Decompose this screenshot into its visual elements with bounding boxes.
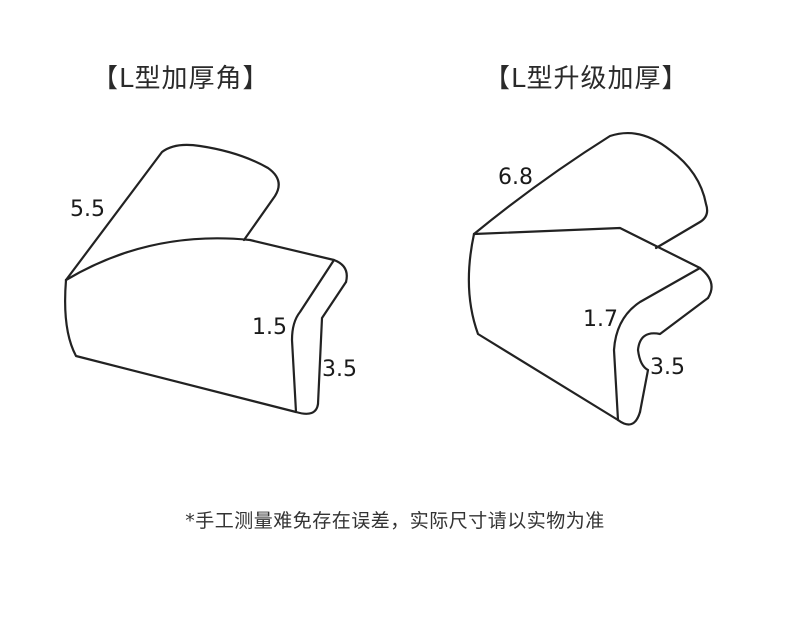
- left-inner-edge: [290, 258, 336, 414]
- right-corner-guard-drawing: [467, 132, 713, 426]
- right-dim-thickness: 1.7: [583, 307, 618, 332]
- left-dim-thickness: 1.5: [252, 315, 287, 340]
- right-right-leg-outline: [636, 296, 710, 414]
- right-front-face-outline: [467, 232, 642, 426]
- left-top-arm-outline: [64, 143, 280, 282]
- right-product-title: 【L型升级加厚】: [484, 64, 689, 94]
- right-dim-top-edge: 6.8: [498, 165, 533, 190]
- right-top-surface: [472, 226, 713, 300]
- left-top-surface-curve: [64, 237, 348, 284]
- left-dim-top-edge: 5.5: [70, 197, 105, 222]
- left-corner-guard-drawing: [64, 143, 348, 415]
- left-front-face-outline: [64, 278, 320, 415]
- right-top-arm-outline: [472, 132, 709, 250]
- left-dim-height: 3.5: [322, 357, 357, 382]
- left-right-leg-outline: [316, 280, 348, 406]
- right-inner-edge: [612, 266, 702, 422]
- left-product-title: 【L型加厚角】: [92, 64, 270, 94]
- right-dim-height: 3.5: [650, 355, 685, 380]
- measurement-disclaimer: *手工测量难免存在误差，实际尺寸请以实物为准: [185, 510, 605, 532]
